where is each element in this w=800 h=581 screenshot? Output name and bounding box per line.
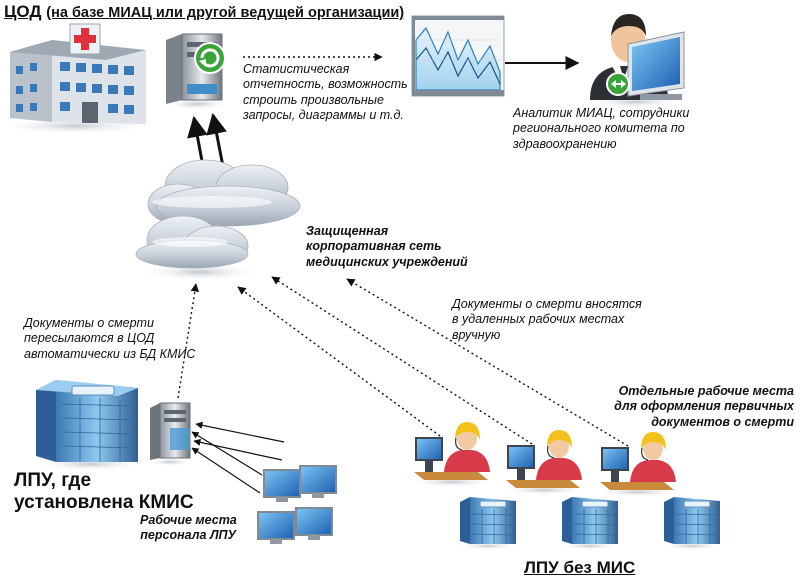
workstations-icon — [257, 465, 337, 544]
manual-entry-caption: Документы о смерти вносятся в удаленных … — [452, 297, 642, 342]
page-title: ЦОД (на базе МИАЦ или другой ведущей орг… — [4, 2, 405, 21]
operator-icon — [408, 422, 496, 487]
auto-transfer-caption: Документы о смерти пересылаются в ЦОД ав… — [24, 316, 196, 361]
server-icon — [146, 402, 194, 466]
small-building-icon — [660, 497, 724, 550]
lpu-kmis-label: ЛПУ, где установлена КМИС — [14, 470, 194, 513]
analyst-icon — [587, 14, 685, 108]
operator-arrow-2 — [271, 276, 533, 445]
lpu-no-mis-label: ЛПУ без МИС — [524, 558, 636, 577]
stat-description: Статистическая отчетность, возможность с… — [243, 62, 408, 122]
network-caption: Защищенная корпоративная сеть медицински… — [306, 224, 468, 269]
hospital-icon — [0, 23, 153, 134]
operator-icon — [594, 432, 682, 497]
workplaces-caption: Отдельные рабочие места для оформления п… — [614, 384, 794, 429]
analyst-caption: Аналитик МИАЦ, сотрудники регионального … — [513, 106, 690, 151]
staff-caption: Рабочие места персонала ЛПУ — [140, 513, 237, 543]
ws-arrow-3 — [193, 438, 283, 461]
ws-arrow-4 — [195, 421, 285, 443]
cloud-icon — [135, 159, 301, 281]
operator-arrow-1 — [237, 286, 441, 437]
small-building-icon — [456, 497, 520, 550]
building-kmis-icon — [35, 380, 145, 471]
kmis-arrow — [177, 283, 199, 399]
operator-icon — [500, 430, 588, 495]
stats-chart-icon — [411, 15, 505, 97]
small-building-icon — [558, 497, 622, 550]
ws-arrow-2 — [191, 447, 261, 494]
server-refresh-icon — [163, 33, 231, 110]
ws-arrow-1 — [191, 431, 263, 476]
